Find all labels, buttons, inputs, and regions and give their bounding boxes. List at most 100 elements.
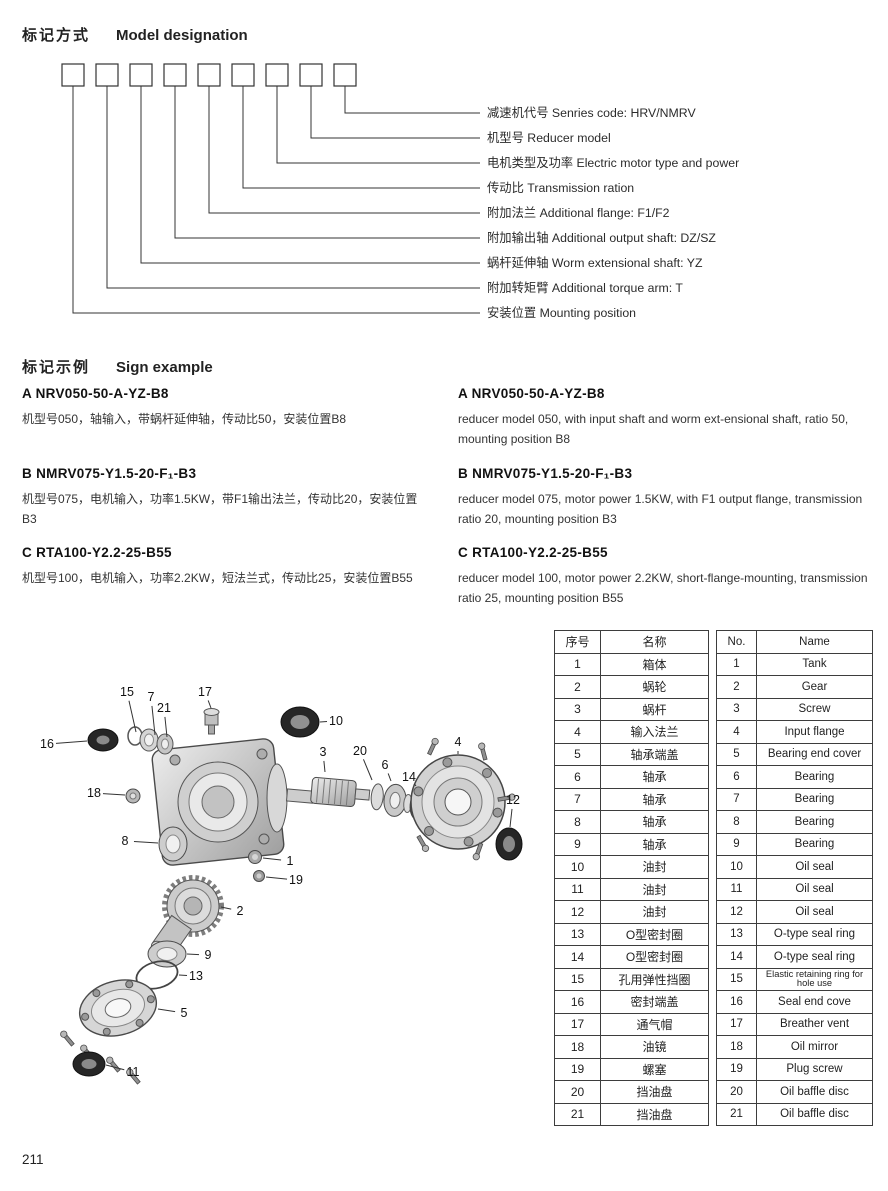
part-name-cell: 螺塞 — [600, 1057, 709, 1081]
designation-box — [61, 63, 85, 87]
part-name-cell: Gear — [756, 675, 873, 699]
page-number: 211 — [22, 1152, 44, 1167]
part-number-cell: 3 — [554, 697, 601, 721]
example-code: B NMRV075-Y1.5-20-F₁-B3 — [458, 466, 633, 481]
part-name-cell: 密封端盖 — [600, 990, 709, 1014]
part-name-cell: Bearing end cover — [756, 742, 873, 766]
part-callout-18: 18 — [87, 786, 101, 800]
designation-label: 附加法兰 Additional flange: F1/F2 — [487, 206, 670, 220]
input-flange — [410, 736, 517, 862]
designation-box — [333, 63, 357, 87]
table-header-row: 序号 名称 — [554, 630, 709, 654]
part-name-cell: O型密封圈 — [600, 945, 709, 969]
part-callout-11: 11 — [127, 1065, 140, 1079]
part-number-cell: 18 — [716, 1035, 757, 1059]
example-code: A NRV050-50-A-YZ-B8 — [458, 386, 605, 401]
oil-seal-right — [495, 827, 523, 861]
example-code: C RTA100-Y2.2-25-B55 — [458, 545, 608, 560]
part-name-cell: 轴承端盖 — [600, 742, 709, 766]
seal-end-cover — [87, 728, 119, 752]
part-name-cell: 轴承 — [600, 810, 709, 834]
part-number-cell: 18 — [554, 1035, 601, 1059]
part-name-cell: 油封 — [600, 855, 709, 879]
column-header: 名称 — [600, 630, 709, 654]
part-name-cell: Bearing — [756, 832, 873, 856]
example-b-en: B NMRV075-Y1.5-20-F₁-B3 reducer model 07… — [458, 466, 873, 530]
part-number-cell: 16 — [716, 990, 757, 1014]
part-number-cell: 21 — [554, 1102, 601, 1126]
part-callout-5: 5 — [181, 1006, 188, 1020]
example-a-zh: A NRV050-50-A-YZ-B8 机型号050，轴输入，带蜗杆延伸轴，传动… — [22, 386, 432, 429]
part-callout-13: 13 — [189, 969, 203, 983]
part-callout-15: 15 — [120, 685, 134, 699]
designation-box — [197, 63, 221, 87]
part-name-cell: Plug screw — [756, 1057, 873, 1081]
part-name-cell: Input flange — [756, 720, 873, 744]
part-name-cell: 挡油盘 — [600, 1102, 709, 1126]
bearing-end-cover — [78, 979, 158, 1037]
part-number-cell: 10 — [554, 855, 601, 879]
part-number-cell: 2 — [554, 675, 601, 699]
example-code: C RTA100-Y2.2-25-B55 — [22, 545, 172, 560]
designation-box — [129, 63, 153, 87]
designation-label: 蜗杆延伸轴 Worm extensional shaft: YZ — [487, 255, 703, 270]
example-code: A NRV050-50-A-YZ-B8 — [22, 386, 169, 401]
part-name-cell: O-type seal ring — [756, 945, 873, 969]
part-callout-8: 8 — [122, 834, 129, 848]
part-number-cell: 20 — [554, 1080, 601, 1104]
oil-baffle-disc-top — [156, 733, 174, 755]
designation-label: 机型号 Reducer model — [487, 131, 611, 145]
part-number-cell: 14 — [716, 945, 757, 969]
designation-box — [299, 63, 323, 87]
bearing-bottom — [147, 940, 187, 968]
oil-seal-bottom — [72, 1051, 106, 1077]
part-number-cell: 7 — [554, 787, 601, 811]
part-number-cell: 5 — [554, 742, 601, 766]
part-number-cell: 15 — [554, 967, 601, 991]
designation-box — [163, 63, 187, 87]
part-number-cell: 14 — [554, 945, 601, 969]
bearing-top-left — [139, 728, 159, 752]
part-callout-21: 21 — [157, 701, 171, 715]
part-name-cell: Tank — [756, 652, 873, 676]
part-number-cell: 21 — [716, 1102, 757, 1126]
part-number-cell: 3 — [716, 697, 757, 721]
o-ring — [135, 960, 179, 990]
part-number-cell: 11 — [716, 877, 757, 901]
part-callout-9: 9 — [205, 948, 212, 962]
part-callout-6: 6 — [382, 758, 389, 772]
part-number-cell: 6 — [554, 765, 601, 789]
part-number-cell: 11 — [554, 877, 601, 901]
part-callout-10: 10 — [329, 714, 343, 728]
designation-label: 电机类型及功率 Electric motor type and power — [487, 155, 739, 170]
part-name-cell: Bearing — [756, 810, 873, 834]
section1-title-zh: 标记方式 — [22, 27, 91, 44]
part-callout-14: 14 — [402, 770, 416, 784]
part-callout-20: 20 — [353, 744, 367, 758]
part-number-cell: 7 — [716, 787, 757, 811]
part-callout-16: 16 — [40, 737, 54, 751]
part-name-cell: Oil baffle disc — [756, 1080, 873, 1104]
part-name-cell: 通气帽 — [600, 1012, 709, 1036]
part-name-cell: Breather vent — [756, 1012, 873, 1036]
example-a-en: A NRV050-50-A-YZ-B8 reducer model 050, w… — [458, 386, 873, 450]
part-number-cell: 13 — [554, 922, 601, 946]
